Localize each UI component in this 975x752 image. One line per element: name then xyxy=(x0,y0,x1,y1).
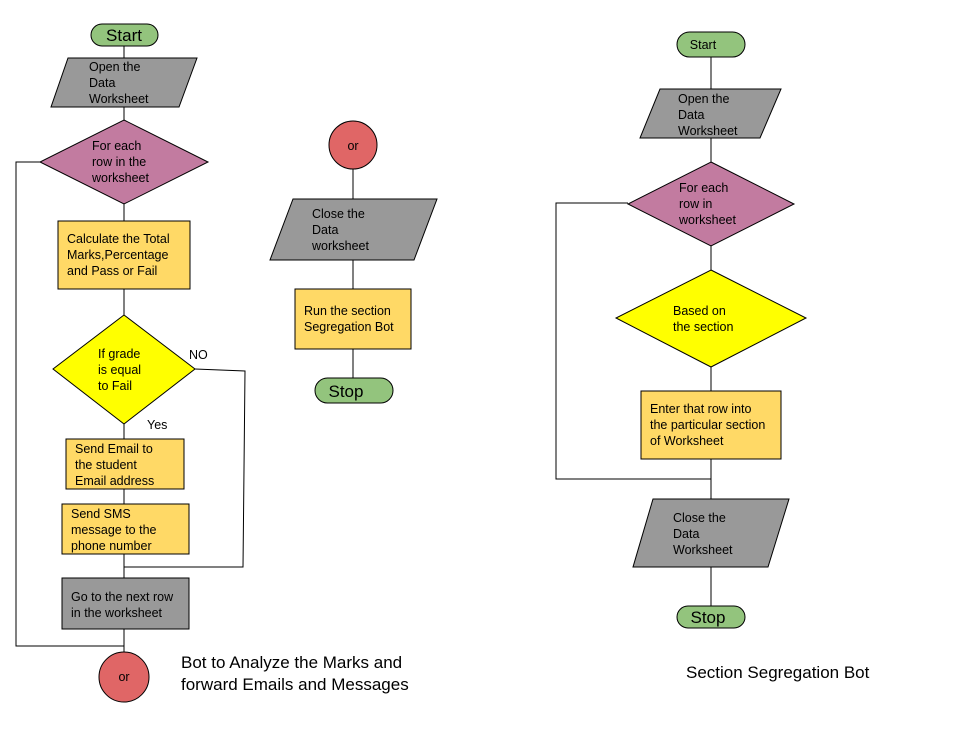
right-enter-row-process xyxy=(640,390,782,460)
left-email-line-3: Email address xyxy=(75,474,154,488)
left-next-row-label: Go to the next row in the worksheet xyxy=(71,590,177,620)
edge-no-branch xyxy=(124,368,246,568)
left-next-line-1: Go to the next row xyxy=(71,590,174,604)
right-close-line-3: Worksheet xyxy=(673,543,733,557)
right-enter-label: Enter that row into the particular secti… xyxy=(650,402,769,448)
right-cond-label: Based on the section xyxy=(673,304,734,334)
left-loop-line-1: For each xyxy=(92,139,141,153)
left-if-fail-decision xyxy=(52,314,196,425)
middle-run-bot-process xyxy=(294,288,412,350)
left-sms-line-1: Send SMS xyxy=(71,507,131,521)
right-enter-line-2: the particular section xyxy=(650,418,765,432)
right-section-decision xyxy=(614,269,808,368)
left-caption-line-1: Bot to Analyze the Marks and xyxy=(181,653,402,672)
right-loop-line-3: worksheet xyxy=(678,213,736,227)
middle-close-label: Close the Data worksheet xyxy=(311,207,369,253)
left-open-data-label: Open the Data Worksheet xyxy=(89,60,149,106)
middle-close-line-2: Data xyxy=(312,223,338,237)
left-send-sms-process xyxy=(61,503,190,555)
right-for-each-row-decision xyxy=(626,161,796,247)
left-or-connector-label: or xyxy=(118,670,129,684)
right-flow-connectors xyxy=(555,57,712,606)
left-open-data-io xyxy=(50,57,198,108)
middle-run-label: Run the section Segregation Bot xyxy=(304,304,394,334)
right-close-line-2: Data xyxy=(673,527,699,541)
middle-run-line-1: Run the section xyxy=(304,304,391,318)
left-cond-line-1: If grade xyxy=(98,347,140,361)
middle-run-line-2: Segregation Bot xyxy=(304,320,394,334)
left-loop-line-2: row in the xyxy=(92,155,146,169)
middle-close-line-3: worksheet xyxy=(311,239,369,253)
edge-loop-back xyxy=(15,161,124,647)
middle-flow: or Close the Data worksheet Run the sect… xyxy=(269,120,438,404)
right-loop-line-2: row in xyxy=(679,197,712,211)
left-open-line-2: Data xyxy=(89,76,115,90)
right-close-line-1: Close the xyxy=(673,511,726,525)
left-cond-line-2: is equal xyxy=(98,363,141,377)
left-caption-line-2: forward Emails and Messages xyxy=(181,675,409,694)
right-open-line-3: Worksheet xyxy=(678,124,738,138)
right-start-terminator xyxy=(676,31,746,58)
right-open-label: Open the Data Worksheet xyxy=(678,92,738,138)
left-or-connector xyxy=(98,651,150,703)
left-sms-line-3: phone number xyxy=(71,539,152,553)
left-loop-label: For each row in the worksheet xyxy=(91,139,150,185)
right-close-label: Close the Data Worksheet xyxy=(673,511,733,557)
middle-or-connector-label: or xyxy=(347,139,358,153)
left-loop-line-3: worksheet xyxy=(91,171,149,185)
left-next-row-process xyxy=(61,577,190,630)
right-cond-line-2: the section xyxy=(673,320,734,334)
edge-right-loop-back xyxy=(555,202,711,480)
left-for-each-row-decision xyxy=(38,119,210,205)
middle-or-connector xyxy=(328,120,378,170)
left-open-line-3: Worksheet xyxy=(89,92,149,106)
right-open-line-2: Data xyxy=(678,108,704,122)
right-flow-shapes: Start Open the Data Worksheet For each r… xyxy=(614,31,870,682)
yes-branch-label: Yes xyxy=(147,418,167,432)
right-loop-line-1: For each xyxy=(679,181,728,195)
middle-stop-terminator xyxy=(314,377,394,404)
right-caption: Section Segregation Bot xyxy=(686,663,870,682)
right-close-data-io xyxy=(632,498,790,568)
left-calculate-process xyxy=(57,220,191,290)
right-enter-line-1: Enter that row into xyxy=(650,402,751,416)
right-loop-label: For each row in worksheet xyxy=(678,181,736,227)
middle-stop-label: Stop xyxy=(329,382,364,401)
right-enter-line-3: of Worksheet xyxy=(650,434,724,448)
left-calc-label: Calculate the Total Marks,Percentage and… xyxy=(67,232,173,278)
left-next-line-2: in the worksheet xyxy=(71,606,163,620)
left-cond-line-3: to Fail xyxy=(98,379,132,393)
middle-close-data-io xyxy=(269,198,438,261)
right-start-label: Start xyxy=(690,38,717,52)
right-open-data-io xyxy=(639,88,782,139)
left-start-label: Start xyxy=(106,26,142,45)
left-calc-line-1: Calculate the Total xyxy=(67,232,170,246)
left-open-line-1: Open the xyxy=(89,60,140,74)
left-flow-connectors xyxy=(15,46,246,655)
left-start-terminator xyxy=(90,23,159,47)
right-cond-line-1: Based on xyxy=(673,304,726,318)
no-branch-label: NO xyxy=(189,348,208,362)
left-caption: Bot to Analyze the Marks and forward Ema… xyxy=(181,653,409,694)
left-sms-line-2: message to the xyxy=(71,523,157,537)
left-calc-line-3: and Pass or Fail xyxy=(67,264,157,278)
right-open-line-1: Open the xyxy=(678,92,729,106)
left-email-label: Send Email to the student Email address xyxy=(75,442,156,488)
left-flow-shapes: Start Open the Data Worksheet For each r… xyxy=(38,23,409,703)
left-cond-label: If grade is equal to Fail xyxy=(98,347,145,393)
left-send-email-process xyxy=(65,438,185,490)
right-stop-label: Stop xyxy=(691,608,726,627)
left-email-line-2: the student xyxy=(75,458,137,472)
right-stop-terminator xyxy=(676,605,746,629)
middle-close-line-1: Close the xyxy=(312,207,365,221)
left-sms-label: Send SMS message to the phone number xyxy=(71,507,160,553)
left-email-line-1: Send Email to xyxy=(75,442,153,456)
left-calc-line-2: Marks,Percentage xyxy=(67,248,168,262)
